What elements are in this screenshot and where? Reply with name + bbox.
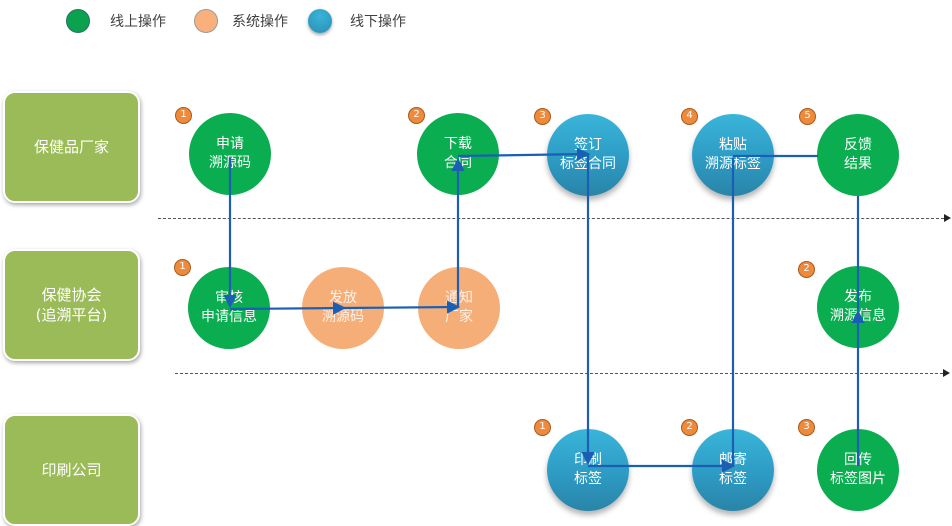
node-return-label-image: 回传 标签图片: [817, 429, 899, 511]
system-dot-icon: [194, 9, 218, 33]
step-badge: 5: [799, 108, 816, 125]
node-notify-manufacturer: 通知 厂家: [418, 267, 500, 349]
node-label: 反馈 结果: [844, 137, 872, 172]
lane-label: 保健协会 (追溯平台): [35, 286, 108, 324]
node-issue-code: 发放 溯源码: [302, 267, 384, 349]
node-label: 发布 溯源信息: [830, 289, 886, 324]
lane-label: 印刷公司: [41, 461, 102, 479]
step-badge: 1: [174, 259, 191, 276]
lane-divider: [158, 214, 951, 222]
node-label: 邮寄 标签: [719, 452, 747, 487]
step-badge: 2: [798, 261, 815, 278]
lane-manufacturer: 保健品厂家: [3, 91, 140, 203]
legend-item-offline: 线下操作: [308, 9, 406, 33]
node-publish-info: 发布 溯源信息: [817, 266, 899, 348]
step-badge: 4: [681, 108, 698, 125]
step-badge: 1: [534, 419, 551, 436]
legend-label: 系统操作: [232, 14, 288, 30]
step-badge: 3: [534, 108, 551, 125]
node-mail-label: 邮寄 标签: [692, 429, 774, 511]
node-label: 通知 厂家: [445, 290, 473, 325]
legend: 线上操作 系统操作 线下操作: [66, 8, 420, 34]
node-label: 发放 溯源码: [322, 290, 364, 325]
node-feedback: 反馈 结果: [817, 114, 899, 196]
legend-label: 线上操作: [110, 14, 166, 30]
legend-item-online: 线上操作: [66, 9, 166, 33]
legend-item-system: 系统操作: [194, 9, 288, 33]
lane-printer: 印刷公司: [3, 414, 140, 526]
offline-dot-icon: [308, 9, 332, 33]
node-label: 申请 溯源码: [209, 136, 251, 171]
lane-label: 保健品厂家: [33, 138, 109, 156]
step-badge: 3: [798, 419, 815, 436]
node-apply-code: 申请 溯源码: [189, 113, 271, 195]
arrow-right-icon: [943, 369, 950, 377]
node-attach-label: 粘贴 溯源标签: [692, 114, 774, 196]
step-badge: 2: [681, 419, 698, 436]
node-label: 审核 申请信息: [201, 290, 257, 325]
node-review-application: 审核 申请信息: [188, 267, 270, 349]
node-label: 印刷 标签: [574, 452, 602, 487]
step-badge: 2: [408, 107, 425, 124]
step-badge: 1: [175, 107, 192, 124]
node-label: 回传 标签图片: [830, 452, 886, 487]
legend-label: 线下操作: [350, 14, 406, 30]
lane-divider: [175, 369, 950, 377]
node-print-label: 印刷 标签: [547, 429, 629, 511]
node-label: 签订 标签合同: [560, 137, 616, 172]
node-sign-contract: 签订 标签合同: [547, 114, 629, 196]
node-label: 下载 合同: [444, 136, 472, 171]
online-dot-icon: [66, 9, 90, 33]
node-download-contract: 下载 合同: [417, 113, 499, 195]
arrow-right-icon: [944, 214, 951, 222]
node-label: 粘贴 溯源标签: [705, 137, 761, 172]
lane-association: 保健协会 (追溯平台): [3, 249, 140, 361]
